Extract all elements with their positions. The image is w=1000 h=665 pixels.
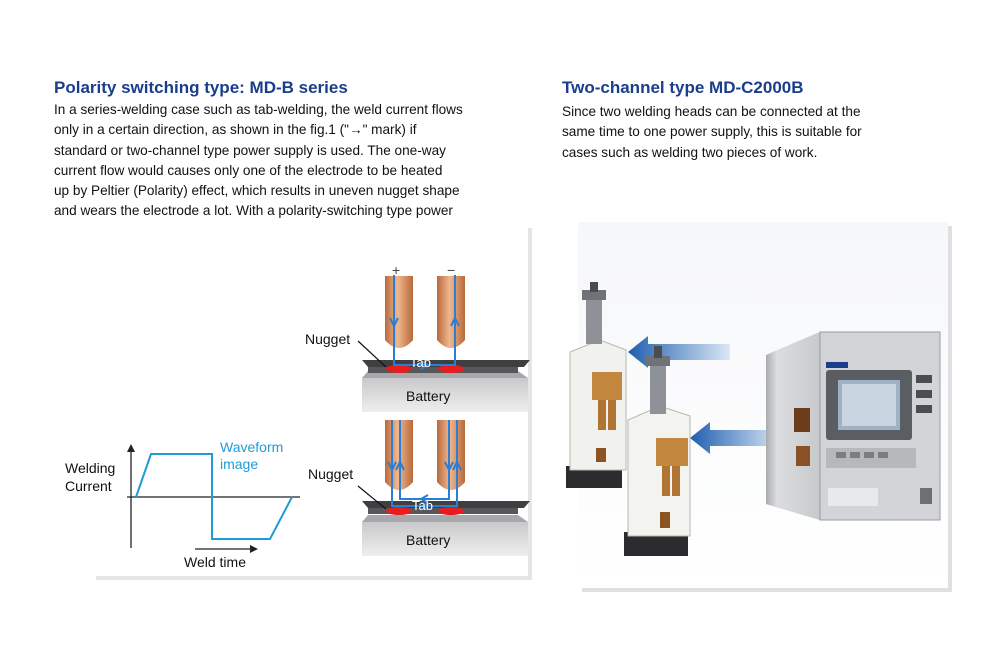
power-supply-unit xyxy=(766,331,941,521)
paragraph-line: up by Peltier (Polarity) effect, which r… xyxy=(54,183,460,199)
welding-head-2 xyxy=(624,346,691,556)
battery-block xyxy=(362,522,528,556)
paragraph-line: In a series-welding case such as tab-wel… xyxy=(54,102,463,117)
minus-sign: − xyxy=(447,262,456,278)
figure-2-alternating-current xyxy=(357,420,530,556)
nugget-left xyxy=(386,507,412,515)
arrow-lower xyxy=(690,422,782,454)
paragraph-line: only in a certain direction, as shown in… xyxy=(54,122,417,138)
nugget-pointer-2 xyxy=(357,485,387,510)
nugget-label-1: Nugget xyxy=(305,331,351,347)
right-description: Since two welding heads can be connected… xyxy=(562,102,862,163)
paragraph-line: current flow would causes only one of th… xyxy=(54,162,443,178)
electrode-minus xyxy=(437,276,465,348)
paragraph-line: standard or two-channel type power suppl… xyxy=(54,142,446,158)
paragraph-line: same time to one power supply, this is s… xyxy=(562,124,862,140)
tab-label-2: Tab xyxy=(412,498,433,513)
nugget-right xyxy=(438,365,464,373)
paragraph-line: and wears the electrode a lot. With a po… xyxy=(54,203,453,219)
nugget-pointer-1 xyxy=(357,340,387,368)
battery-label-1: Battery xyxy=(406,388,451,404)
electrode-plus xyxy=(385,276,413,348)
waveform-xlabel: Weld time xyxy=(184,554,246,570)
paragraph-line: Since two welding heads can be connected… xyxy=(562,104,861,119)
current-path-b xyxy=(399,420,450,500)
tab-label-1: Tab xyxy=(410,355,431,370)
plus-sign: + xyxy=(392,262,401,278)
battery-label-2: Battery xyxy=(406,532,451,548)
waveform-line xyxy=(135,453,293,540)
nugget-label-2: Nugget xyxy=(308,466,354,482)
waveform-title-line2: image xyxy=(220,456,259,472)
electrode-right xyxy=(437,420,465,490)
nugget-right xyxy=(438,507,464,515)
figure-1-one-way-current xyxy=(357,275,530,412)
paragraph-line: cases such as welding two pieces of work… xyxy=(562,144,818,160)
product-photo xyxy=(566,222,952,592)
waveform-chart xyxy=(127,444,300,553)
waveform-title-line1: Waveform xyxy=(220,439,284,455)
waveform-ylabel-line1: Welding xyxy=(65,460,116,476)
left-section-title: Polarity switching type: MD-B series xyxy=(54,78,348,97)
nugget-left xyxy=(386,365,412,373)
welding-head-1 xyxy=(566,282,627,488)
waveform-ylabel-line2: Current xyxy=(65,478,112,494)
battery-block xyxy=(362,378,528,412)
right-section-title: Two-channel type MD-C2000B xyxy=(562,78,804,97)
